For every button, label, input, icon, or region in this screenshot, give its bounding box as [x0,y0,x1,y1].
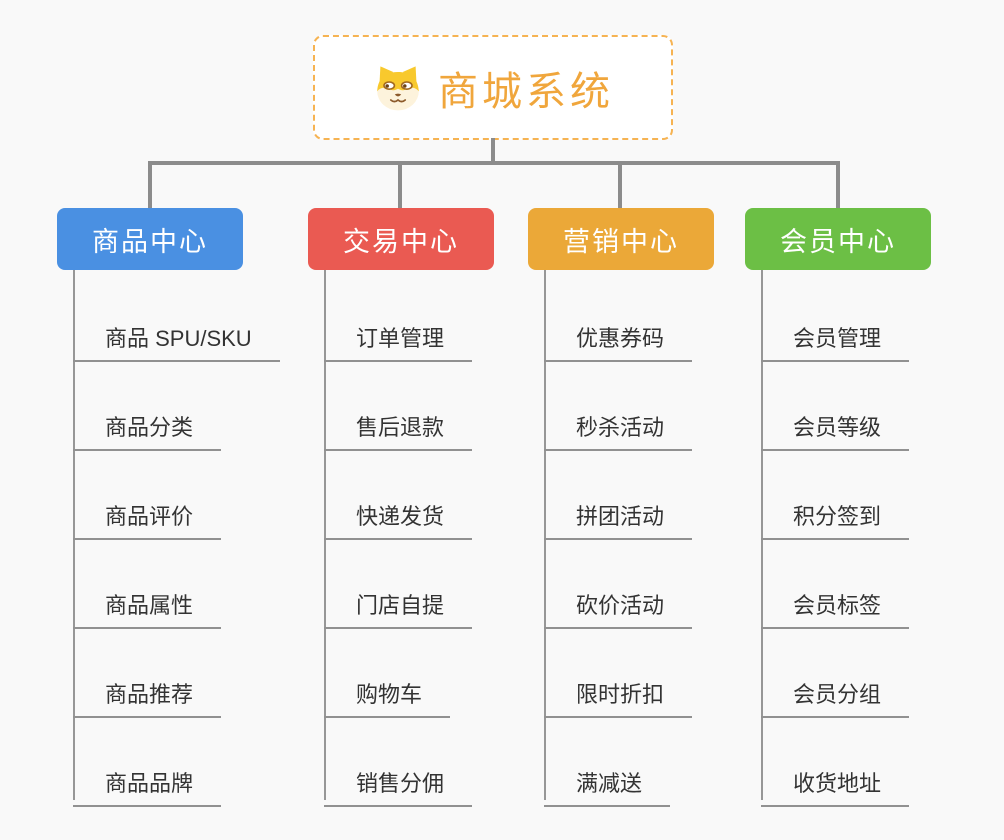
leaf-node[interactable]: 优惠券码 [544,307,693,362]
leaf-node[interactable]: 商品 SPU/SKU [73,307,280,362]
connector-drop-1 [148,161,152,210]
branch-node-members[interactable]: 会员中心 [745,208,931,270]
leaf-node[interactable]: 会员分组 [761,663,910,718]
leaf-node[interactable]: 会员管理 [761,307,910,362]
leaf-node[interactable]: 购物车 [324,663,451,718]
leaf-node[interactable]: 限时折扣 [544,663,693,718]
dog-icon [377,65,419,110]
leaf-node[interactable]: 订单管理 [324,307,473,362]
branch-spine-2 [324,270,326,800]
leaf-node[interactable]: 销售分佣 [324,752,473,807]
connector-root-drop [491,138,495,165]
leaf-node[interactable]: 收货地址 [761,752,910,807]
connector-drop-4 [836,161,840,210]
leaf-node[interactable]: 快递发货 [324,485,473,540]
leaf-node[interactable]: 满减送 [544,752,671,807]
leaf-node[interactable]: 商品品牌 [73,752,222,807]
branch-node-products[interactable]: 商品中心 [57,208,243,270]
leaf-node[interactable]: 商品推荐 [73,663,222,718]
branch-spine-4 [761,270,763,800]
leaf-node[interactable]: 积分签到 [761,485,910,540]
connector-drop-3 [618,161,622,210]
branch-node-trade[interactable]: 交易中心 [308,208,494,270]
connector-trunk [148,161,840,165]
leaf-node[interactable]: 商品属性 [73,574,222,629]
leaf-node[interactable]: 商品分类 [73,396,222,451]
leaf-node[interactable]: 会员标签 [761,574,910,629]
root-node[interactable]: 商城系统 [313,35,673,140]
root-title: 商城系统 [438,69,614,114]
leaf-node[interactable]: 拼团活动 [544,485,693,540]
leaf-node[interactable]: 售后退款 [324,396,473,451]
branch-spine-1 [73,270,75,800]
branch-spine-3 [544,270,546,800]
leaf-node[interactable]: 秒杀活动 [544,396,693,451]
leaf-node[interactable]: 砍价活动 [544,574,693,629]
leaf-node[interactable]: 商品评价 [73,485,222,540]
branch-node-marketing[interactable]: 营销中心 [528,208,714,270]
leaf-node[interactable]: 会员等级 [761,396,910,451]
connector-drop-2 [398,161,402,210]
leaf-node[interactable]: 门店自提 [324,574,473,629]
